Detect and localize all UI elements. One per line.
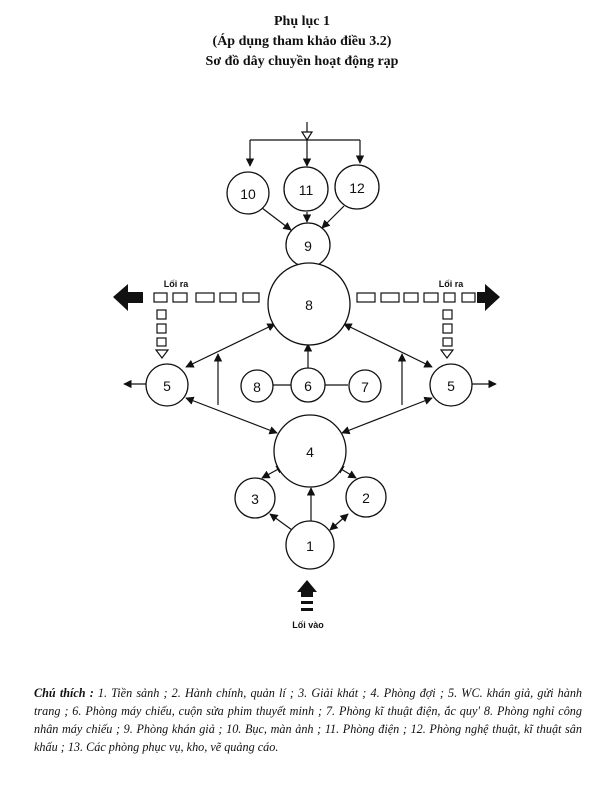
legend: Chú thích : 1. Tiền sảnh ; 2. Hành chính… <box>34 684 582 756</box>
nodes <box>145 164 473 570</box>
exit-seg <box>172 292 188 303</box>
flow-diagram: 10 11 12 9 8 5 5 8 6 7 4 3 2 1 Lối ra Lố… <box>113 122 500 630</box>
node-2-label: 2 <box>362 490 370 506</box>
node-9 <box>267 262 351 346</box>
exit-seg <box>219 292 237 303</box>
node-1 <box>285 520 335 570</box>
node-8 <box>240 369 274 403</box>
exit-seg <box>403 292 419 303</box>
header: Phụ lục 1 (Áp dụng tham khảo điều 3.2) S… <box>0 12 604 72</box>
node-7 <box>348 369 382 403</box>
edge-5r-9 <box>343 323 433 368</box>
exit-seg <box>156 309 167 320</box>
exit-seg <box>443 292 456 303</box>
exit-right-label: Lối ra <box>439 279 464 289</box>
node-7-label: 7 <box>361 379 369 395</box>
entrance-arrow-icon <box>297 580 317 592</box>
node-1-label: 1 <box>306 538 314 554</box>
diagram-caption: Sơ đồ dây chuyền hoạt động rạp <box>205 54 399 69</box>
node-12-label: 11 <box>299 182 314 198</box>
exit-seg <box>242 292 260 303</box>
node-3 <box>234 477 276 519</box>
node-12 <box>283 166 329 212</box>
exit-arrow-right-icon <box>477 284 500 311</box>
exit-seg <box>195 292 215 303</box>
node-6-label: 6 <box>304 378 312 394</box>
exit-seg <box>442 323 453 334</box>
entrance-bar <box>301 592 313 597</box>
edge-5r-4 <box>341 396 433 435</box>
exit-seg <box>356 292 376 303</box>
node-3-label: 3 <box>251 491 259 507</box>
edge-5l-4 <box>185 396 278 435</box>
exit-paths <box>153 292 476 359</box>
entrance-bar <box>301 601 313 604</box>
edge-11-10 <box>261 207 292 231</box>
node-5-left <box>145 363 189 407</box>
exit-seg <box>156 323 167 334</box>
node-4-label: 4 <box>306 444 314 460</box>
node-2 <box>345 476 387 518</box>
exit-left-label: Lối ra <box>164 279 189 289</box>
exit-seg <box>156 337 167 347</box>
node-4 <box>273 414 347 488</box>
exit-seg <box>442 337 453 347</box>
page-subtitle: (Áp dụng tham khảo điều 3.2) <box>212 34 392 49</box>
node-11-label: 10 <box>240 186 256 202</box>
exit-seg <box>442 309 453 320</box>
node-13 <box>334 164 380 210</box>
exit-seg <box>461 292 476 303</box>
exit-seg <box>153 292 168 303</box>
edge-13-10 <box>321 205 345 229</box>
exit-down-arrow-right <box>439 349 455 359</box>
node-10-label: 9 <box>304 238 312 254</box>
entrance-label: Lối vào <box>292 620 324 630</box>
node-6 <box>290 367 326 403</box>
exit-seg <box>380 292 400 303</box>
legend-text: 1. Tiền sảnh ; 2. Hành chính, quản lí ; … <box>34 686 583 754</box>
page-title: Phụ lục 1 <box>273 14 330 29</box>
exit-seg <box>423 292 439 303</box>
node-5-left-label: 5 <box>163 378 171 394</box>
edge-5l-9 <box>185 323 276 368</box>
node-8-label: 8 <box>253 379 261 395</box>
edge-1-3 <box>269 513 293 531</box>
exit-arrow-left-icon <box>113 284 143 311</box>
node-5-right <box>429 363 473 407</box>
legend-title: Chú thích : <box>34 686 94 700</box>
edge-1-2 <box>329 513 349 531</box>
node-9-label: 8 <box>305 297 313 313</box>
connectors <box>123 122 497 531</box>
entrance-bar <box>301 608 313 611</box>
top-input-arrow <box>300 131 314 142</box>
node-5-right-label: 5 <box>447 378 455 394</box>
node-13-label: 12 <box>349 180 365 196</box>
node-11 <box>226 171 270 215</box>
exit-down-arrow-left <box>154 349 170 359</box>
